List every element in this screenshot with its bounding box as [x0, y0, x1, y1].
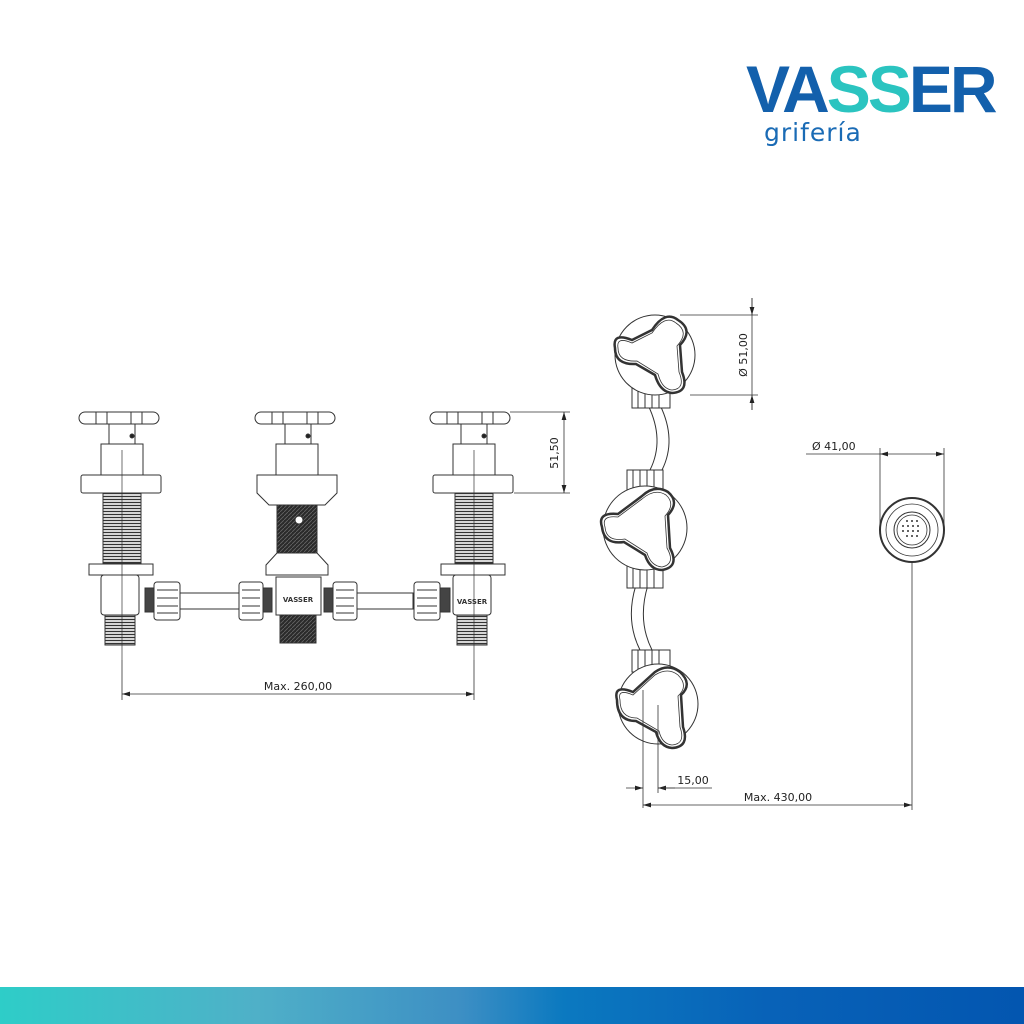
- logo-part-ss: SS: [826, 52, 912, 126]
- front-dimensions: [121, 411, 570, 700]
- aerator-view: [879, 497, 945, 563]
- top-handle: [613, 314, 696, 409]
- center-valve: VASSER: [238, 411, 414, 644]
- logo-part-er: ER: [908, 52, 998, 126]
- body-engraving: VASSER: [283, 596, 314, 604]
- logo-subtitle: grifería: [764, 118, 862, 147]
- plan-dimensions: [626, 298, 913, 810]
- plan-view: [599, 314, 699, 750]
- logo-part-va: VA: [746, 52, 830, 126]
- logo-wordmark: VASSER: [746, 56, 998, 122]
- dim-overall-width: Max. 260,00: [264, 680, 332, 693]
- footer-gradient-bar: [0, 987, 1024, 1024]
- bottom-handle: [615, 649, 699, 750]
- dim-aerator-diameter: Ø 41,00: [812, 440, 856, 453]
- middle-handle: [599, 469, 688, 589]
- vasser-logo: VASSER grifería: [746, 56, 998, 156]
- svg-text:VASSER: VASSER: [457, 598, 488, 606]
- aerator-dimensions: [806, 448, 945, 530]
- right-valve: VASSER: [413, 411, 514, 660]
- dim-offset: 15,00: [677, 774, 709, 787]
- left-connector: [144, 581, 243, 621]
- left-valve: [78, 411, 162, 660]
- dim-handle-diameter: Ø 51,00: [737, 333, 750, 377]
- dim-handle-height: 51,50: [548, 437, 561, 469]
- dim-overall-length: Max. 430,00: [744, 791, 812, 804]
